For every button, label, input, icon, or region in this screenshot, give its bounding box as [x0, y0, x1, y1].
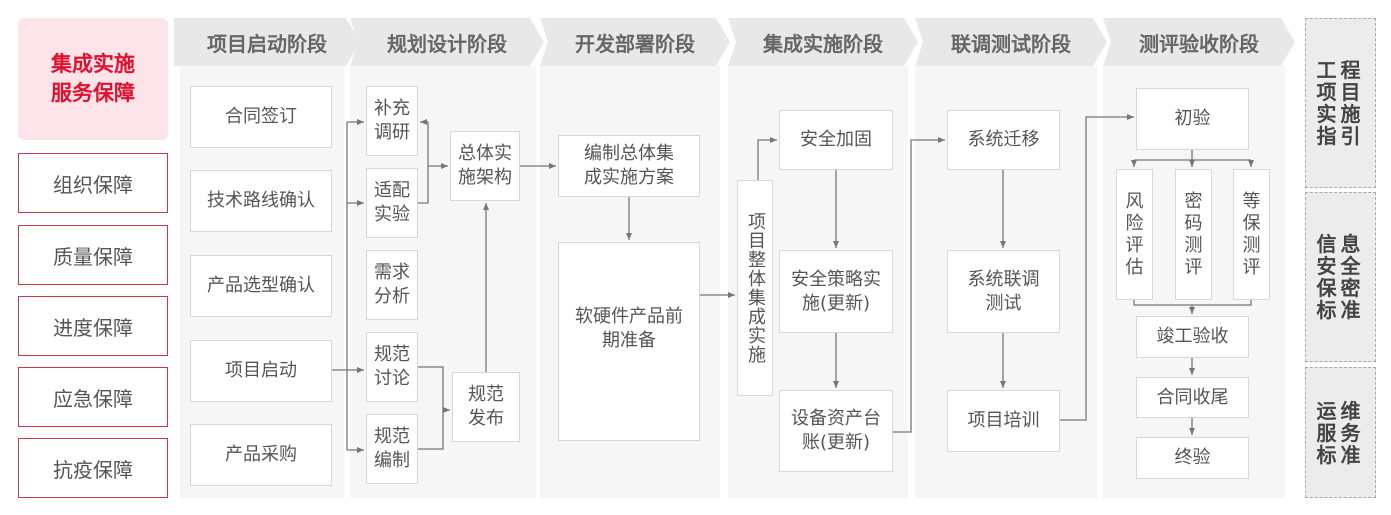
guarantee-item: 组织保障 — [18, 153, 168, 213]
step-label: 项目整体集成实施 — [745, 212, 766, 364]
step-box: 合同收尾 — [1136, 377, 1249, 418]
step-box: 等保测评 — [1233, 169, 1270, 300]
step-box: 竣工验收 — [1136, 316, 1249, 358]
guarantee-item: 抗疫保障 — [18, 438, 168, 498]
step-box: 技术路线确认 — [190, 170, 332, 232]
standard-panel: 运维服务标准 — [1305, 367, 1376, 498]
step-box: 系统迁移 — [947, 110, 1060, 170]
stage-header: 测评验收阶段 — [1103, 18, 1295, 66]
step-box: 需求分析 — [366, 250, 418, 320]
standard-panel: 工程项目实施指引 — [1305, 18, 1376, 188]
step-box: 适配实验 — [366, 168, 418, 238]
guarantee-item: 应急保障 — [18, 367, 168, 427]
step-box: 编制总体集成实施方案 — [558, 135, 700, 197]
step-box: 项目启动 — [190, 340, 332, 402]
step-box: 设备资产台账(更新) — [779, 390, 893, 472]
stage-header: 集成实施阶段 — [728, 18, 918, 66]
step-box: 系统联调测试 — [947, 250, 1060, 333]
standard-label: 信息安全保密标准 — [1316, 232, 1365, 322]
step-box: 项目培训 — [947, 390, 1060, 452]
guarantee-item: 进度保障 — [18, 296, 168, 356]
step-box: 密码测评 — [1175, 169, 1212, 300]
step-box: 安全加固 — [779, 110, 893, 170]
stage-header: 开发部署阶段 — [540, 18, 730, 66]
stage-header: 项目启动阶段 — [174, 18, 360, 66]
standard-panel: 信息安全保密标准 — [1305, 192, 1376, 362]
standard-label: 工程项目实施指引 — [1316, 58, 1365, 148]
step-box: 终验 — [1136, 437, 1249, 479]
standard-label: 运维服务标准 — [1316, 398, 1365, 467]
step-box: 项目整体集成实施 — [737, 180, 773, 396]
step-box: 产品选型确认 — [190, 255, 332, 317]
guarantee-item: 质量保障 — [18, 225, 168, 285]
step-box: 风险评估 — [1116, 169, 1153, 300]
step-box: 产品采购 — [190, 424, 332, 486]
step-box: 软硬件产品前期准备 — [558, 242, 700, 441]
step-box: 规范发布 — [452, 372, 520, 442]
step-box: 安全策略实施(更新) — [779, 250, 893, 333]
step-box: 规范编制 — [366, 414, 418, 484]
step-box: 补充调研 — [366, 86, 418, 156]
stage-header: 规划设计阶段 — [350, 18, 544, 66]
guarantee-title: 集成实施 服务保障 — [18, 18, 168, 140]
step-box: 合同签订 — [190, 86, 332, 148]
step-box: 总体实施架构 — [450, 131, 520, 201]
step-box: 初验 — [1136, 88, 1249, 150]
step-box: 规范讨论 — [366, 332, 418, 402]
stage-header: 联调测试阶段 — [915, 18, 1107, 66]
